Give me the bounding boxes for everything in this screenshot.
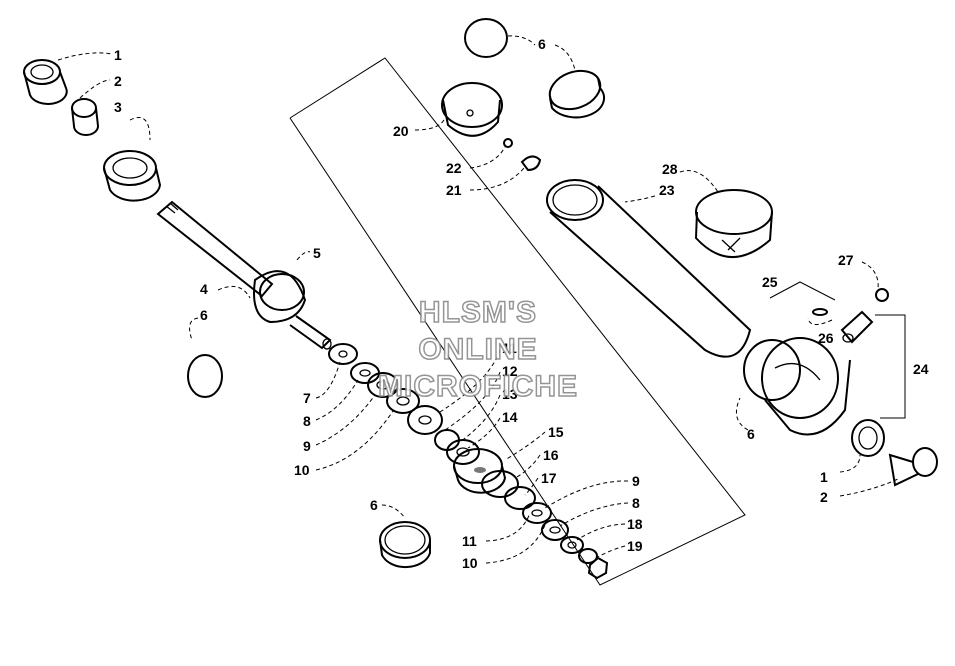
- part-6-bearing-lower: [379, 521, 431, 569]
- part-6-oring-left: [187, 354, 223, 398]
- bracket-24: [875, 314, 906, 419]
- callout-2-right: 2: [820, 489, 828, 505]
- callout-23: 23: [659, 182, 675, 198]
- callout-13: 13: [502, 386, 518, 402]
- callout-10-lower: 10: [462, 555, 478, 571]
- callout-20: 20: [393, 123, 409, 139]
- part-27-cap: [875, 288, 889, 302]
- callout-11-lower: 11: [462, 533, 477, 549]
- callout-10: 10: [294, 462, 310, 478]
- callout-9: 9: [303, 438, 311, 454]
- callout-6-lower: 6: [370, 497, 378, 513]
- part-26-oring: [812, 308, 828, 316]
- callout-25: 25: [762, 274, 778, 290]
- part-5-eyelet: [253, 270, 332, 350]
- watermark-line-1: HLSM'S: [419, 296, 537, 329]
- callout-24: 24: [913, 361, 929, 377]
- part-15-16-piston: [453, 448, 519, 498]
- callout-11-upper: 11: [502, 340, 517, 356]
- callout-7: 7: [303, 390, 311, 406]
- callout-2: 2: [114, 73, 122, 89]
- part-3-bushing: [103, 150, 162, 202]
- part-24-schrader-valve: [840, 310, 874, 344]
- part-23-reservoir: [546, 179, 752, 358]
- callout-19: 19: [627, 538, 643, 554]
- callout-6-left: 6: [200, 307, 208, 323]
- callouts: 1 2 3 4 5 6 7 8 9 10 11 12 13 14 15 16 1…: [114, 36, 929, 571]
- callout-1: 1: [114, 47, 122, 63]
- callout-21: 21: [446, 182, 462, 198]
- subassembly-frame: [289, 57, 746, 586]
- callout-14: 14: [502, 409, 518, 425]
- callout-27: 27: [838, 252, 854, 268]
- callout-16: 16: [543, 447, 559, 463]
- callout-6-top: 6: [538, 36, 546, 52]
- leader-lines: [57, 35, 901, 564]
- part-22-ball: [503, 138, 513, 148]
- watermark-line-2: ONLINE: [418, 333, 537, 366]
- callout-1-right: 1: [820, 469, 828, 485]
- watermark: HLSM'S ONLINE MICROFICHE: [377, 295, 578, 404]
- callout-28: 28: [662, 161, 678, 177]
- callout-15: 15: [548, 424, 564, 440]
- callout-17: 17: [541, 470, 557, 486]
- part-28-bladder: [694, 189, 773, 258]
- washer-stack-lower: [504, 486, 609, 580]
- part-6-oring-right: [743, 339, 801, 401]
- watermark-line-3: MICROFICHE: [378, 370, 578, 403]
- part-2-sleeve: [71, 98, 100, 136]
- part-21-valve: [520, 155, 542, 172]
- callout-8: 8: [303, 413, 311, 429]
- part-6-ring-top: [548, 69, 605, 119]
- callout-26: 26: [818, 330, 834, 346]
- part-20-cap: [441, 82, 503, 137]
- callout-8-lower: 8: [632, 495, 640, 511]
- callout-3: 3: [114, 99, 122, 115]
- callout-18: 18: [627, 516, 643, 532]
- callout-22: 22: [446, 160, 462, 176]
- part-6-oring-top: [464, 18, 508, 58]
- callout-12: 12: [502, 363, 518, 379]
- callout-6-right: 6: [747, 426, 755, 442]
- callout-5: 5: [313, 245, 321, 261]
- bracket-25: [769, 281, 836, 301]
- part-4-piston-shaft: [156, 200, 274, 298]
- callout-4: 4: [200, 281, 208, 297]
- part-2-sleeve-right: [888, 447, 938, 487]
- callout-9-lower: 9: [632, 473, 640, 489]
- part-1-bushing: [23, 59, 68, 105]
- washer-stack-upper: [328, 343, 480, 465]
- body-lower: [761, 337, 851, 436]
- part-1-bushing-right: [851, 419, 885, 457]
